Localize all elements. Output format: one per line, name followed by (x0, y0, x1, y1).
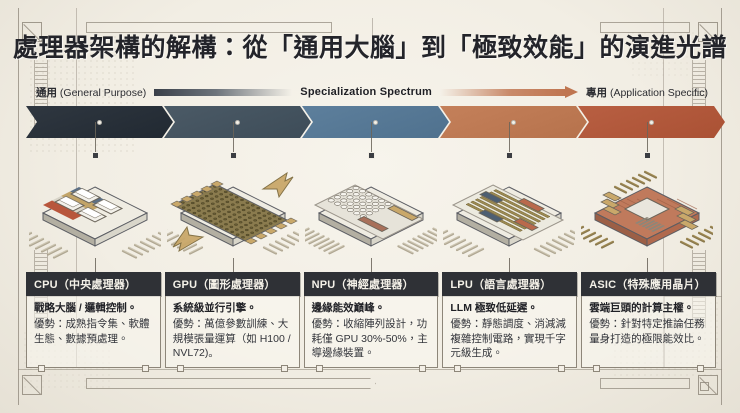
card-title-lpu: LPU（語言處理器） (442, 272, 578, 296)
spectrum-segment-npu[interactable] (302, 106, 449, 138)
card-gpu[interactable]: GPU（圖形處理器）系統級並行引擎。優勢：萬億參數訓練、大規模張量運算（如 H1… (164, 272, 300, 372)
legend-right-en: (Application Specific) (609, 86, 709, 99)
connector-band-to-chip-gpu (233, 122, 234, 158)
card-anchor-left-npu (315, 365, 323, 372)
connector-node-npu (368, 152, 375, 159)
connector-chip-to-card-asic (647, 258, 648, 274)
connector-band-to-chip-lpu (509, 122, 510, 158)
frame-small-square-bottom-right (700, 382, 709, 391)
connector-band-to-chip-npu (371, 122, 372, 158)
spectrum-segment-cpu[interactable] (26, 106, 173, 138)
cpu-chip-illustration (26, 152, 164, 270)
spectrum-segment-node-gpu (235, 120, 240, 125)
spectrum-segment-node-lpu (511, 120, 516, 125)
frame-slot-bottom-right (600, 378, 690, 389)
card-anchor-right-npu (419, 365, 427, 372)
frame-divider-top-center (372, 18, 373, 44)
spectrum-band (26, 106, 716, 138)
card-npu[interactable]: NPU（神經處理器）邊緣能效巔峰。優勢：收縮陣列設計，功耗僅 GPU 30%-5… (303, 272, 439, 372)
card-lead-lpu: LLM 極致低延遲。 (450, 302, 538, 314)
card-lead-cpu: 戰略大腦 / 邏輯控制。 (34, 302, 138, 314)
corner-marker-bottom-left-icon (22, 375, 42, 395)
connector-chip-to-card-gpu (233, 258, 234, 274)
card-description-gpu: 優勢：萬億參數訓練、大規模張量運算（如 H100 / NVL72)。 (172, 318, 291, 360)
card-lead-npu: 邊緣能效巔峰。 (311, 302, 386, 314)
legend-left-label: 通用 (General Purpose) (36, 85, 146, 100)
card-asic[interactable]: ASIC（特殊應用晶片）雲端巨頭的計算主權。優勢：針對特定推論任務量身打造的極限… (581, 272, 716, 372)
connector-chip-to-card-cpu (95, 258, 96, 274)
corner-marker-top-left-icon (22, 22, 42, 42)
arrow-head-icon (565, 86, 579, 98)
card-anchor-right-asic (696, 365, 704, 372)
card-body-gpu: 系統級並行引擎。優勢：萬億參數訓練、大規模張量運算（如 H100 / NVL72… (164, 296, 300, 368)
card-body-asic: 雲端巨頭的計算主權。優勢：針對特定推論任務量身打造的極限能效比。 (581, 296, 716, 368)
gpu-chip-illustration (164, 152, 302, 270)
card-lead-gpu: 系統級並行引擎。 (172, 302, 257, 314)
card-description-cpu: 優勢：成熟指令集、軟體生態、數據預處理。 (34, 318, 150, 345)
card-anchor-left-asic (593, 365, 601, 372)
legend-middle-label: Specialization Spectrum (300, 86, 433, 98)
connector-chip-to-card-lpu (509, 258, 510, 274)
card-anchor-right-cpu (141, 365, 149, 372)
frame-slot-bottom-left (86, 378, 376, 389)
frame-slot-top-left (86, 22, 332, 33)
legend-gradient-right (440, 89, 567, 96)
card-body-npu: 邊緣能效巔峰。優勢：收縮陣列設計，功耗僅 GPU 30%-50%，主導邊緣裝置。 (303, 296, 439, 368)
spectrum-segment-node-asic (649, 120, 654, 125)
frame-line-bottom (18, 369, 722, 370)
card-anchor-left-gpu (176, 365, 184, 372)
card-title-gpu: GPU（圖形處理器） (164, 272, 300, 296)
spectrum-legend: 通用 (General Purpose) Specialization Spec… (36, 84, 708, 100)
legend-arrow-right (440, 86, 579, 98)
card-anchor-left-lpu (454, 365, 462, 372)
card-title-cpu: CPU（中央處理器） (26, 272, 161, 296)
card-cpu[interactable]: CPU（中央處理器）戰略大腦 / 邏輯控制。優勢：成熟指令集、軟體生態、數據預處… (26, 272, 161, 372)
processor-cards: CPU（中央處理器）戰略大腦 / 邏輯控制。優勢：成熟指令集、軟體生態、數據預處… (26, 272, 716, 372)
legend-left-cn: 通用 (36, 86, 57, 99)
card-anchor-right-gpu (280, 365, 288, 372)
card-body-lpu: LLM 極致低延遲。優勢：靜態調度、消減減複雜控制電路，實現千字元級生成。 (442, 296, 578, 368)
chip-illustrations (26, 152, 716, 270)
card-title-npu: NPU（神經處理器） (303, 272, 439, 296)
legend-right-label: 專用 (Application Specific) (586, 85, 708, 100)
spectrum-segment-gpu[interactable] (164, 106, 311, 138)
connector-node-lpu (506, 152, 513, 159)
card-description-asic: 優勢：針對特定推論任務量身打造的極限能效比。 (589, 318, 705, 345)
legend-gradient-left (154, 88, 293, 96)
card-anchor-left-cpu (38, 365, 45, 372)
npu-chip-illustration (302, 152, 440, 270)
spectrum-segment-node-npu (373, 120, 378, 125)
legend-right-cn: 專用 (586, 86, 608, 99)
corner-marker-top-right-icon (698, 22, 718, 42)
frame-line-right (721, 8, 722, 405)
frame-line-left (18, 8, 19, 405)
spectrum-segment-lpu[interactable] (440, 106, 587, 138)
spectrum-segment-asic[interactable] (578, 106, 725, 138)
corner-marker-bottom-right-icon (698, 375, 718, 395)
connector-node-asic (644, 152, 651, 159)
connector-chip-to-card-npu (371, 258, 372, 274)
card-lead-asic: 雲端巨頭的計算主權。 (589, 302, 695, 314)
asic-chip-illustration (578, 152, 716, 270)
legend-left-en: (General Purpose) (59, 86, 147, 99)
page-title: 處理器架構的解構：從「通用大腦」到「極致效能」的演進光譜 (12, 34, 727, 62)
connector-band-to-chip-asic (647, 122, 648, 158)
card-title-asic: ASIC（特殊應用晶片） (581, 272, 716, 296)
spectrum-segment-node-cpu (97, 120, 102, 125)
card-anchor-right-lpu (558, 365, 566, 372)
lpu-chip-illustration (440, 152, 578, 270)
connector-node-cpu (92, 152, 99, 159)
card-body-cpu: 戰略大腦 / 邏輯控制。優勢：成熟指令集、軟體生態、數據預處理。 (26, 296, 161, 368)
card-lpu[interactable]: LPU（語言處理器）LLM 極致低延遲。優勢：靜態調度、消減減複雜控制電路，實現… (442, 272, 578, 372)
connector-node-gpu (230, 152, 237, 159)
connector-band-to-chip-cpu (95, 122, 96, 158)
card-description-lpu: 優勢：靜態調度、消減減複雜控制電路，實現千字元級生成。 (450, 318, 566, 360)
card-description-npu: 優勢：收縮陣列設計，功耗僅 GPU 30%-50%，主導邊緣裝置。 (311, 318, 428, 360)
frame-slot-top-right (600, 22, 690, 33)
